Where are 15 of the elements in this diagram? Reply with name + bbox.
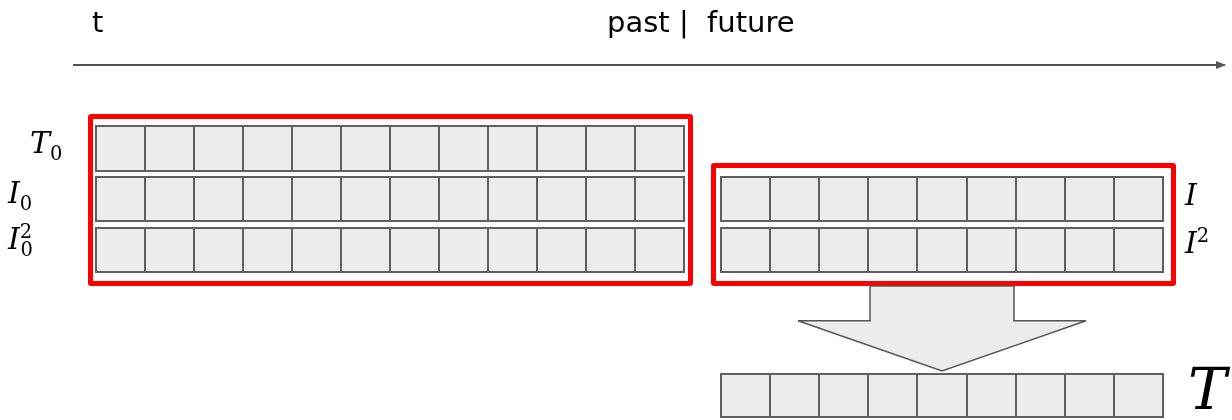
cell-strip	[95, 125, 685, 172]
axis-label: t	[92, 8, 104, 37]
row-label: I$^{2}$	[1185, 226, 1210, 258]
row-label: I	[1185, 180, 1197, 210]
cell-strip	[95, 227, 685, 273]
cell-strip	[95, 176, 685, 222]
cell-strip	[720, 227, 1164, 273]
cell-strip	[720, 373, 1164, 418]
row-label: T$_{0}$	[30, 128, 63, 164]
block-arrow	[797, 285, 1087, 372]
time-label: past | future	[607, 8, 795, 37]
highlight-frame	[88, 114, 693, 286]
cell-strip	[720, 176, 1164, 222]
row-label: I$_{0}$	[8, 178, 33, 214]
highlight-frame	[711, 163, 1176, 286]
